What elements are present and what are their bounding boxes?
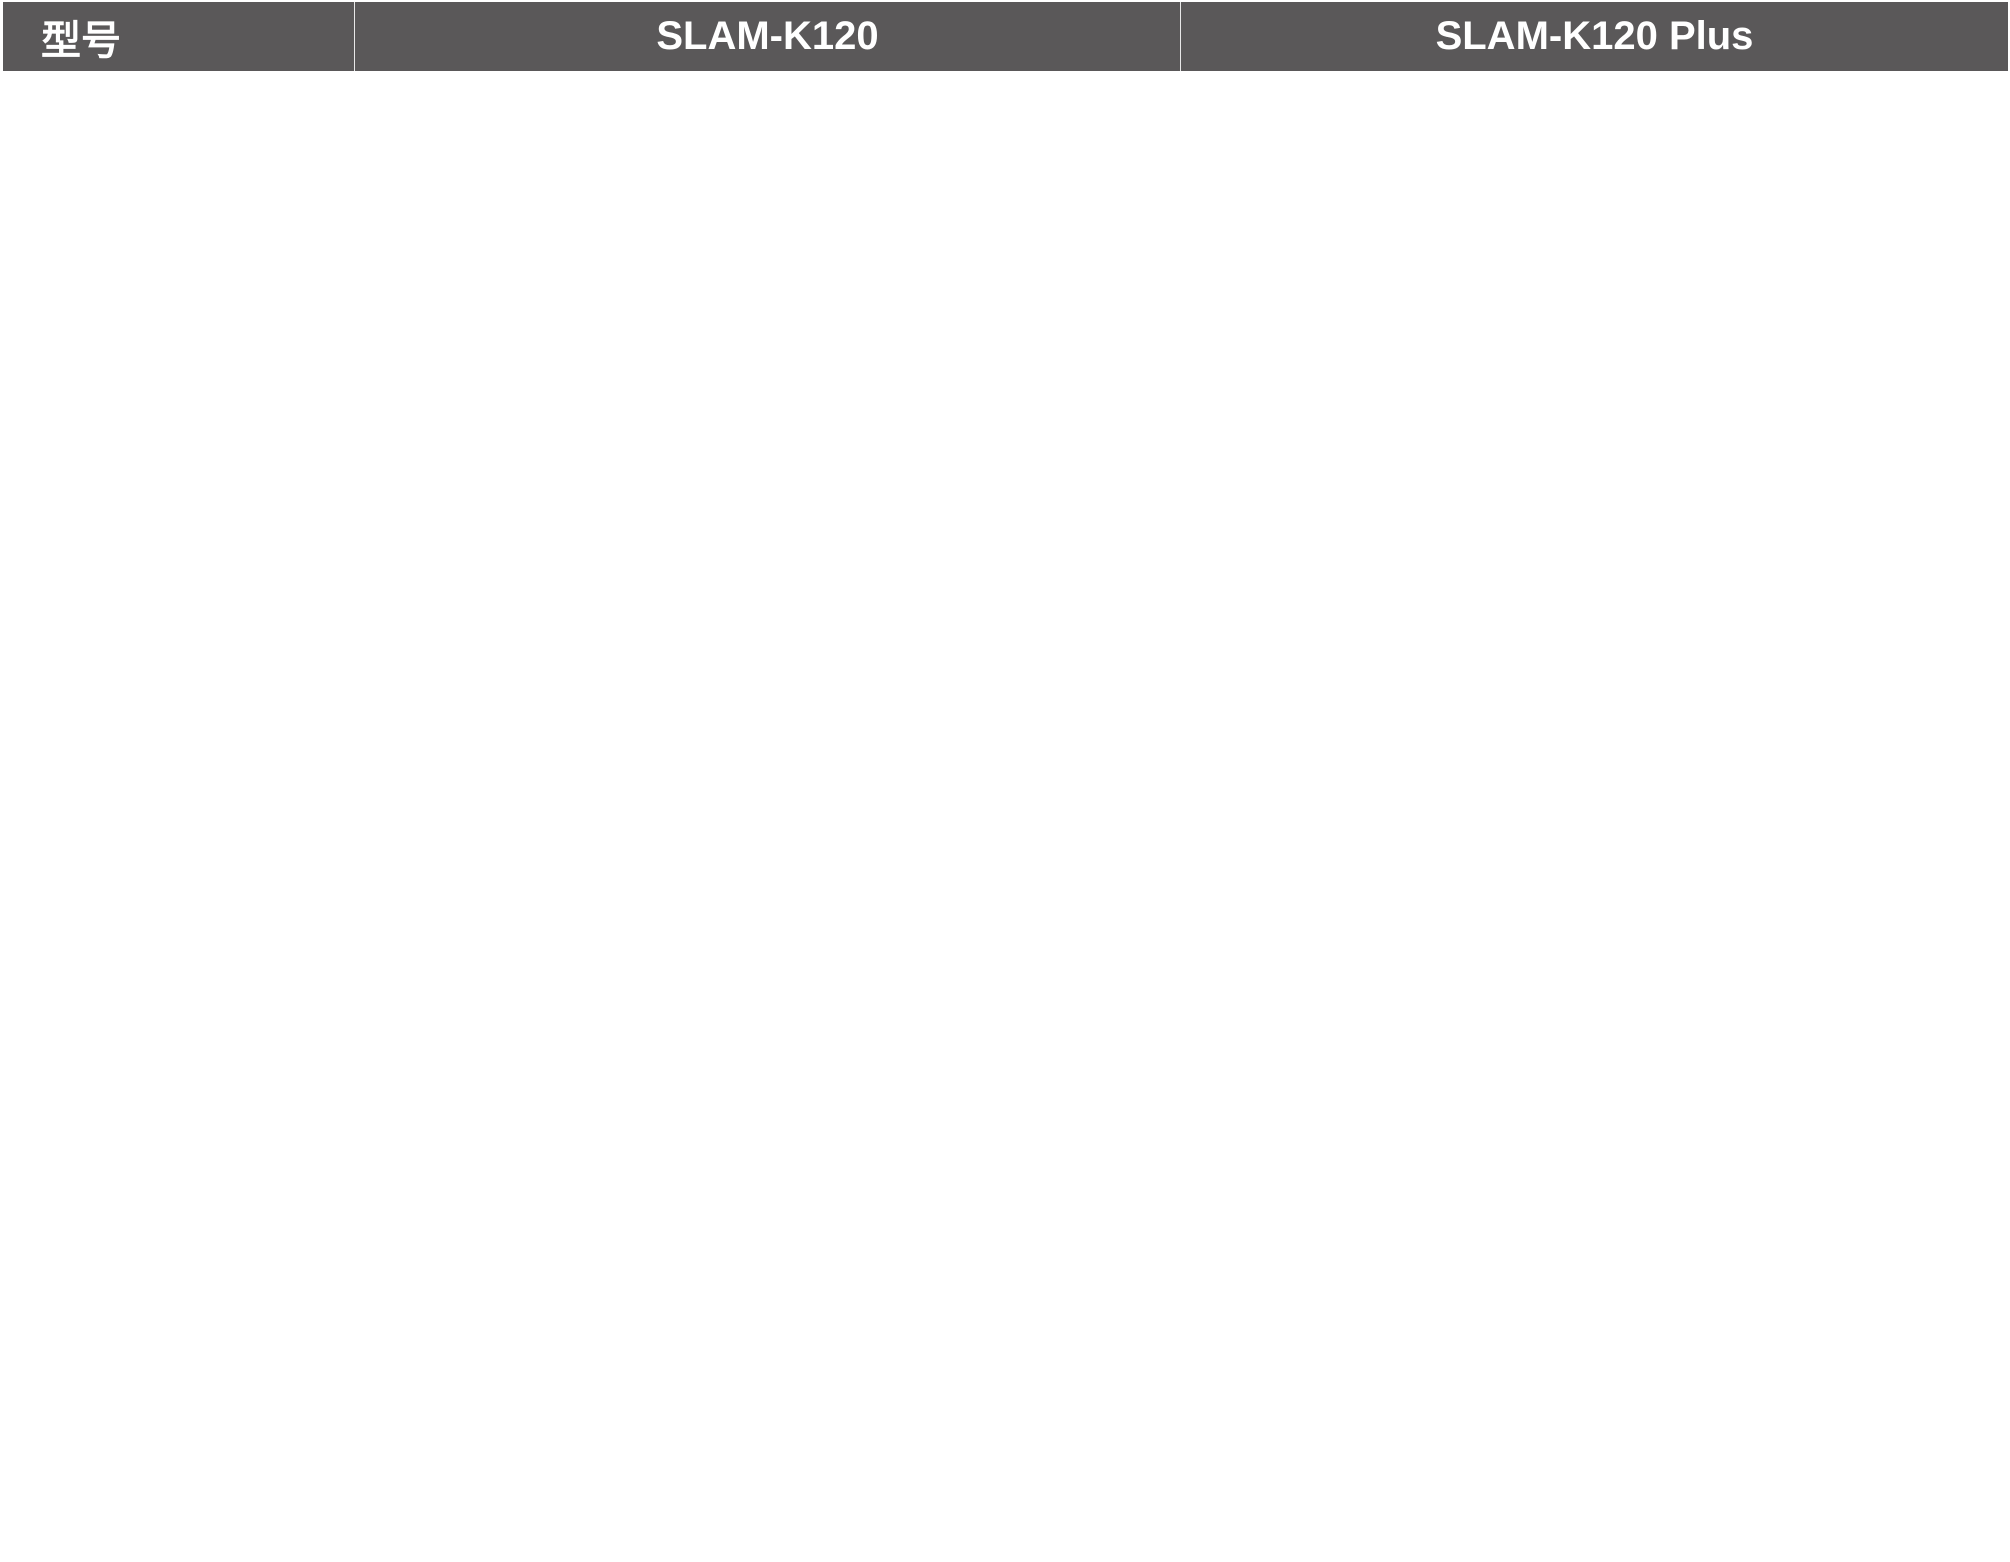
- spec-table-header-row: 型号 SLAM-K120 SLAM-K120 Plus: [3, 2, 2008, 71]
- header-cell-model-label: 型号: [3, 2, 355, 71]
- header-cell-slam-k120-plus: SLAM-K120 Plus: [1435, 14, 1754, 58]
- header-cell-slam-k120: SLAM-K120: [355, 2, 1181, 71]
